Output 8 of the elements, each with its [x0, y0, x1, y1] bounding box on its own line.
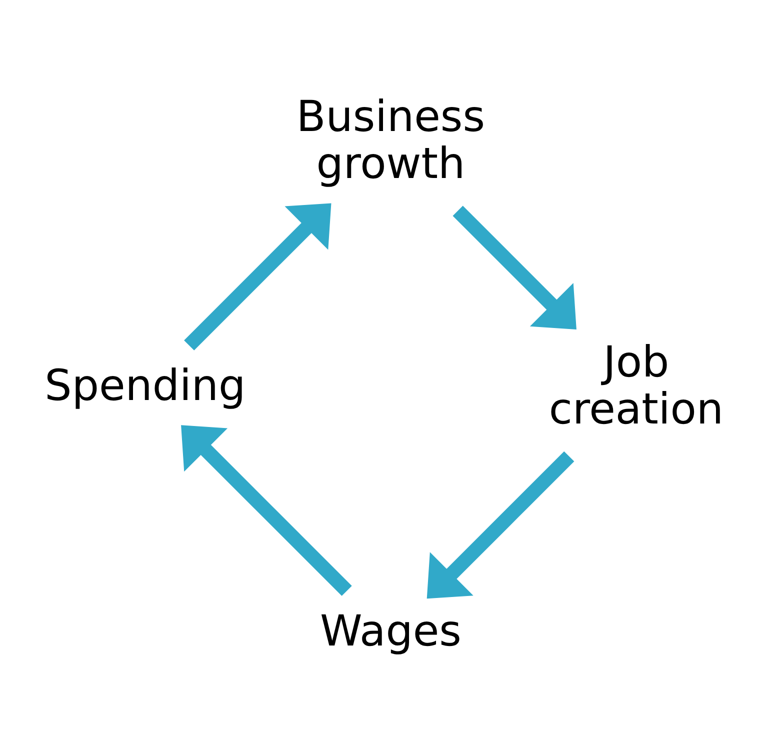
node-text: Wages — [320, 606, 462, 656]
arrow — [181, 425, 352, 596]
arrow — [426, 451, 574, 599]
node-text: Spending — [44, 360, 246, 411]
arrow — [184, 203, 332, 350]
node-text: Job creation — [548, 337, 724, 434]
node-text: Business growth — [296, 92, 485, 189]
arrow — [452, 206, 576, 330]
